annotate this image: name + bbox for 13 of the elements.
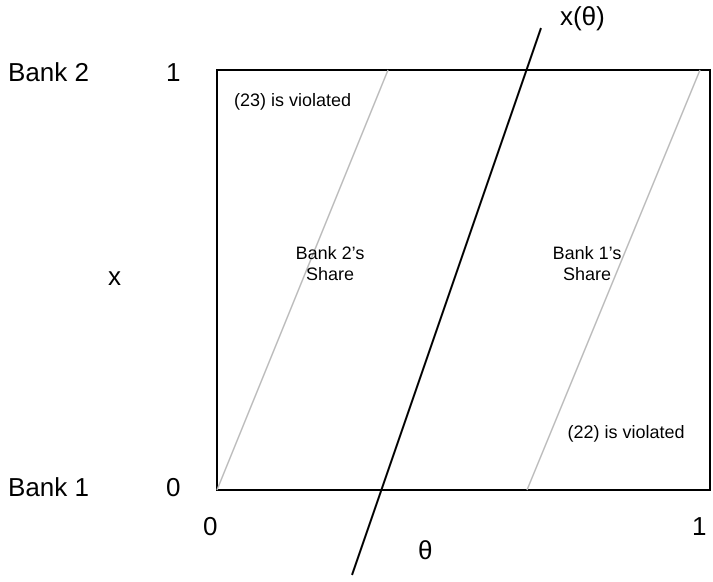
tick-label: 1 bbox=[166, 57, 180, 87]
tick-label: 0 bbox=[166, 472, 180, 502]
axis-label: Bank 1 bbox=[8, 472, 89, 502]
axis-label: Bank 2 bbox=[8, 57, 89, 87]
region-note: (22) is violated bbox=[567, 422, 685, 442]
tick-label: 0 bbox=[203, 511, 218, 541]
axis-label: θ bbox=[418, 535, 432, 565]
region-label: Bank 1’s Share bbox=[552, 243, 622, 284]
region-label: Bank 2’s Share bbox=[296, 243, 364, 284]
region-note: (23) is violated bbox=[234, 90, 352, 110]
axis-label: x bbox=[108, 261, 121, 291]
curve-label: x(θ) bbox=[560, 1, 605, 31]
tick-label: 1 bbox=[692, 511, 706, 541]
